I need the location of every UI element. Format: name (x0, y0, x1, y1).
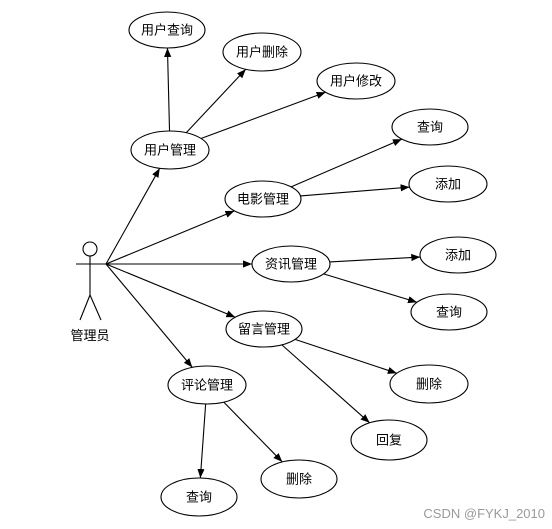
use-case-ellipse (316, 62, 396, 100)
use-case-comment-delete: 删除 (260, 459, 338, 499)
use-case-ellipse (130, 130, 210, 170)
use-case-ellipse (410, 293, 488, 331)
use-case-ellipse (260, 459, 338, 499)
actor-leg-left (79, 294, 91, 321)
edge-user-mgmt-to-user-delete (185, 68, 247, 134)
use-case-news-add: 添加 (419, 236, 497, 274)
edge-actor-to-msg-mgmt (105, 263, 236, 318)
actor-label: 管理员 (70, 329, 109, 344)
use-case-msg-delete: 删除 (389, 364, 469, 404)
use-case-label: 添加 (445, 249, 471, 264)
edge-movie-mgmt-to-movie-query (290, 138, 403, 188)
use-case-msg-reply: 回复 (350, 419, 428, 461)
use-case-ellipse (350, 419, 428, 461)
edge-actor-to-movie-mgmt (105, 210, 235, 265)
edge-user-mgmt-to-user-edit (200, 91, 326, 140)
use-case-ellipse (389, 364, 469, 404)
use-case-msg-mgmt: 留言管理 (225, 310, 303, 348)
use-case-ellipse (391, 108, 469, 146)
edge-actor-to-comment-mgmt (105, 263, 193, 368)
use-case-comment-query: 查询 (160, 477, 238, 517)
use-case-ellipse (128, 11, 206, 49)
use-case-label: 评论管理 (181, 379, 233, 394)
use-case-user-mgmt: 用户管理 (130, 130, 210, 170)
admin-actor: 管理员 (70, 241, 110, 344)
use-case-ellipse (225, 310, 303, 348)
nodes-layer: 用户管理用户查询用户删除用户修改电影管理查询添加资讯管理添加查询留言管理删除回复… (128, 11, 497, 517)
use-case-ellipse (408, 165, 488, 203)
use-case-label: 用户查询 (141, 23, 193, 39)
use-case-user-query: 用户查询 (128, 11, 206, 49)
use-case-ellipse (160, 477, 238, 517)
use-case-label: 删除 (416, 378, 442, 393)
use-case-label: 用户管理 (144, 143, 196, 159)
use-case-label: 资讯管理 (265, 258, 317, 273)
use-case-movie-mgmt: 电影管理 (224, 180, 302, 218)
use-case-label: 查询 (186, 491, 212, 506)
use-case-label: 添加 (435, 178, 461, 193)
edges-layer (105, 47, 421, 479)
use-case-news-query: 查询 (410, 293, 488, 331)
edge-news-mgmt-to-news-add (329, 253, 421, 263)
use-case-label: 回复 (376, 434, 402, 449)
actor-head (82, 241, 98, 257)
watermark: CSDN @FYKJ_2010 (423, 506, 545, 521)
edge-movie-mgmt-to-movie-add (300, 184, 410, 197)
use-case-label: 用户修改 (330, 74, 382, 90)
edge-msg-mgmt-to-msg-reply (281, 344, 370, 424)
use-case-ellipse (251, 245, 331, 283)
edge-actor-to-user-mgmt (105, 168, 161, 265)
use-case-user-edit: 用户修改 (316, 62, 396, 100)
use-case-news-mgmt: 资讯管理 (251, 245, 331, 283)
use-case-label: 查询 (417, 121, 443, 136)
use-case-user-delete: 用户删除 (222, 32, 302, 72)
use-case-ellipse (167, 365, 247, 405)
use-case-ellipse (224, 180, 302, 218)
use-case-label: 用户删除 (236, 45, 288, 61)
use-case-movie-query: 查询 (391, 108, 469, 146)
edge-user-mgmt-to-user-query (164, 47, 172, 132)
use-case-label: 留言管理 (238, 323, 290, 338)
use-case-label: 删除 (286, 473, 312, 488)
use-case-movie-add: 添加 (408, 165, 488, 203)
edge-msg-mgmt-to-msg-delete (294, 338, 397, 374)
use-case-comment-mgmt: 评论管理 (167, 365, 247, 405)
edge-news-mgmt-to-news-query (323, 273, 418, 304)
actor-leg-right (89, 294, 102, 321)
use-case-label: 查询 (436, 306, 462, 321)
use-case-ellipse (222, 32, 302, 72)
use-case-ellipse (419, 236, 497, 274)
edge-comment-mgmt-to-comment-query (197, 403, 207, 479)
edge-comment-mgmt-to-comment-delete (223, 401, 283, 463)
use-case-label: 电影管理 (237, 193, 289, 208)
